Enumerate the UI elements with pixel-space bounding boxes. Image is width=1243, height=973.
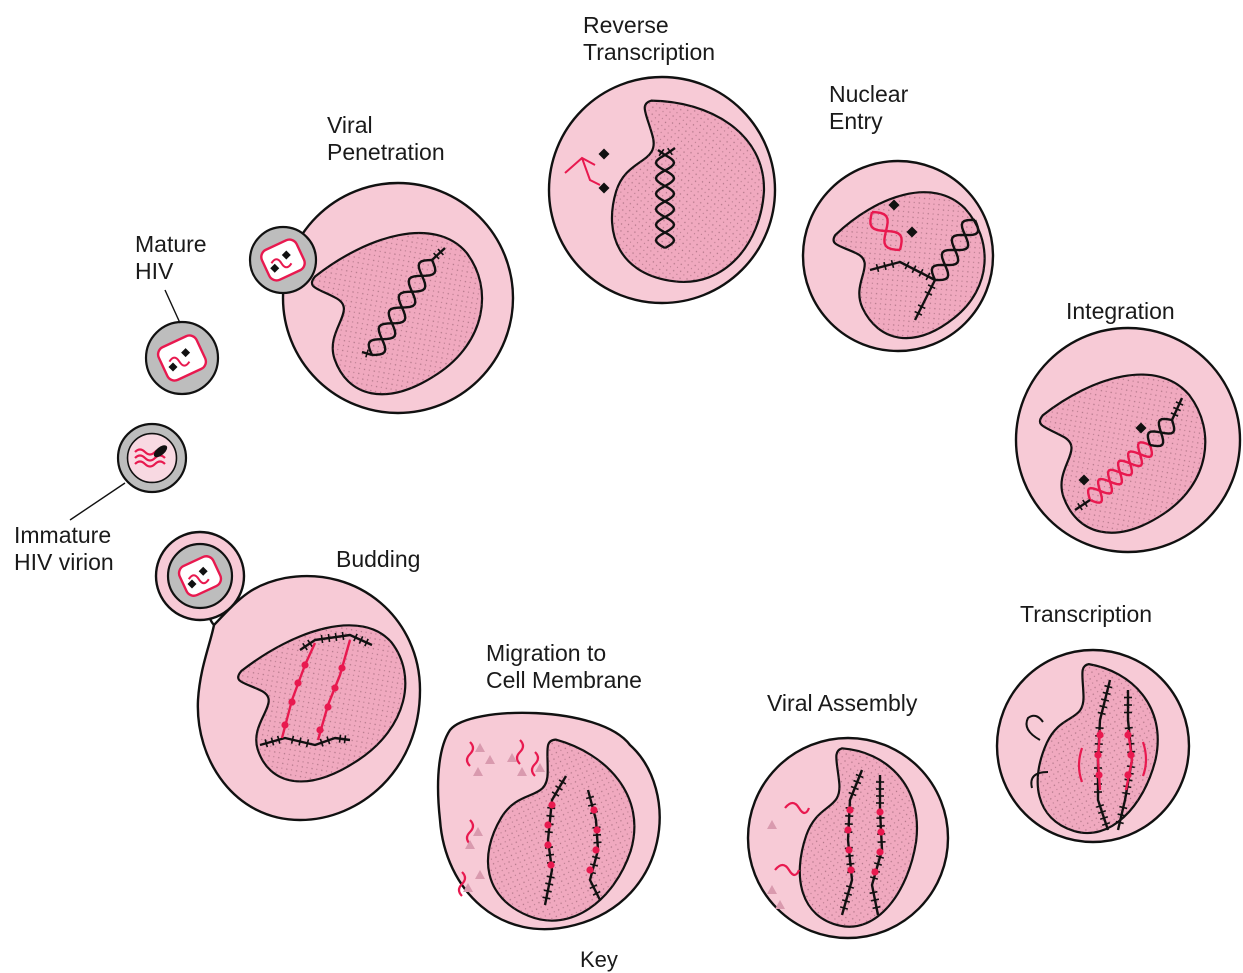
budding-label: Budding bbox=[336, 546, 420, 573]
viral-dna-node bbox=[1094, 751, 1101, 758]
integration-label: Integration bbox=[1066, 298, 1175, 325]
viral-dna-node bbox=[847, 866, 854, 873]
viral-dna-node bbox=[544, 821, 551, 828]
viral-dna-node bbox=[281, 721, 288, 728]
migration-cell bbox=[438, 713, 660, 941]
mature-hiv-label: Mature HIV bbox=[135, 231, 207, 285]
immature-virion-label: Immature HIV virion bbox=[14, 522, 114, 576]
nuclear-entry-cell bbox=[803, 160, 1015, 361]
viral-dna-node bbox=[288, 698, 295, 705]
budding-cell bbox=[156, 532, 436, 820]
host-dna-tick bbox=[344, 735, 345, 743]
nuclear-entry-label: Nuclear Entry bbox=[829, 81, 908, 135]
viral-assembly-cell bbox=[748, 738, 948, 938]
viral-dna-node bbox=[1096, 731, 1103, 738]
host-dna-tick bbox=[545, 832, 553, 833]
viral-dna-node bbox=[877, 828, 884, 835]
migration-label: Migration to Cell Membrane bbox=[486, 640, 642, 694]
mature-virion-particle bbox=[146, 322, 218, 394]
host-dna-tick bbox=[1125, 728, 1133, 729]
immature-virion-particle bbox=[118, 424, 186, 492]
host-dna-tick bbox=[846, 864, 854, 865]
viral-penetration-label: Viral Penetration bbox=[327, 112, 445, 166]
transcription-label: Transcription bbox=[1020, 601, 1152, 628]
viral-dna-node bbox=[1124, 731, 1131, 738]
viral-dna-node bbox=[871, 868, 878, 875]
mature-hiv bbox=[146, 322, 218, 394]
viral-dna-node bbox=[1095, 771, 1102, 778]
viral-dna-node bbox=[316, 726, 323, 733]
viral-dna-node bbox=[331, 684, 338, 691]
viral-dna-node bbox=[324, 703, 331, 710]
mature-pointer bbox=[165, 290, 180, 323]
reverse-transcription-label: Reverse Transcription bbox=[583, 12, 715, 66]
viral-dna-node bbox=[1124, 771, 1131, 778]
viral-dna-node bbox=[547, 861, 554, 868]
host-dna-tick bbox=[546, 816, 554, 817]
host-dna-tick bbox=[328, 634, 329, 642]
viral-dna-node bbox=[301, 661, 308, 668]
viral-dna-node bbox=[548, 801, 555, 808]
immature-pointer bbox=[70, 483, 125, 520]
viral-dna-node bbox=[846, 806, 853, 813]
budding-virion bbox=[168, 544, 232, 608]
entering-virion bbox=[250, 227, 316, 293]
viral-dna-node bbox=[586, 866, 593, 873]
viral-dna-node bbox=[544, 841, 551, 848]
viral-dna-node bbox=[845, 846, 852, 853]
viral-dna-node bbox=[844, 826, 851, 833]
viral-dna-node bbox=[593, 826, 600, 833]
host-dna-tick bbox=[846, 856, 854, 857]
viral-dna-node bbox=[338, 664, 345, 671]
immature-virion bbox=[118, 424, 186, 492]
viral-dna-node bbox=[294, 679, 301, 686]
host-dna-tick bbox=[339, 735, 340, 743]
key-label: Key bbox=[580, 946, 618, 973]
virion-core bbox=[128, 434, 177, 483]
host-dna-tick bbox=[546, 854, 554, 855]
viral-dna-node bbox=[1127, 751, 1134, 758]
viral-assembly-label: Viral Assembly bbox=[767, 690, 917, 717]
integration-cell bbox=[1016, 328, 1240, 557]
host-dna-tick bbox=[321, 635, 322, 643]
viral-dna-node bbox=[876, 808, 883, 815]
viral-dna-node bbox=[592, 846, 599, 853]
transcription-cell bbox=[997, 650, 1189, 847]
host-dna-tick bbox=[594, 842, 602, 843]
viral-penetration-cell bbox=[250, 183, 514, 419]
host-dna-tick bbox=[593, 835, 601, 836]
viral-dna-node bbox=[590, 806, 597, 813]
viral-dna-node bbox=[876, 848, 883, 855]
host-dna-tick bbox=[335, 633, 336, 641]
host-dna-tick bbox=[342, 632, 343, 640]
reverse-transcription-cell bbox=[549, 77, 775, 303]
